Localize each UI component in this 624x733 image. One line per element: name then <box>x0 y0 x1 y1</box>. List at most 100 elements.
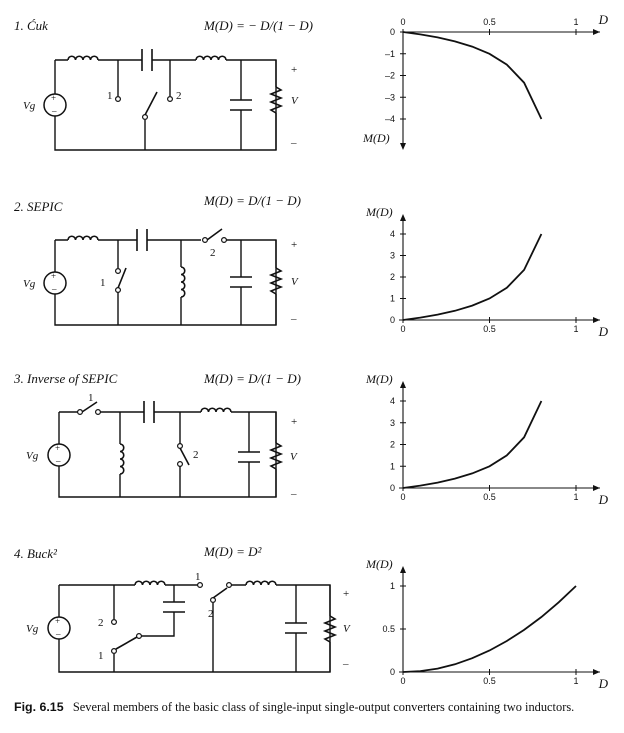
y-tick-label: 3 <box>390 251 395 261</box>
output-minus: – <box>290 313 297 325</box>
x-tick-label: 1 <box>573 17 578 27</box>
output-label: V <box>290 451 298 463</box>
switch-blade <box>144 91 158 116</box>
inductor-1 <box>119 443 125 475</box>
figure-caption: Fig. 6.15 Several members of the basic c… <box>14 700 624 715</box>
capacitor-output <box>230 99 252 111</box>
x-tick-label: 1 <box>573 324 578 334</box>
switch-blade-2 <box>212 587 228 599</box>
source-label: Vg <box>23 278 36 290</box>
x-tick-label: 1 <box>573 492 578 502</box>
inductor-1 <box>67 55 99 61</box>
x-axis-arrow-icon <box>593 29 600 35</box>
resistor-load <box>322 615 338 643</box>
x-axis-label: D <box>598 492 609 507</box>
inductor-2 <box>245 580 277 586</box>
x-tick-label: 0 <box>400 676 405 686</box>
capacitor-coupling <box>163 601 185 613</box>
formula-inverse-sepic: M(D) = D/(1 − D) <box>203 371 301 386</box>
source-plus: + <box>55 443 60 453</box>
output-label: V <box>291 95 299 107</box>
resistor-load <box>268 267 284 295</box>
x-tick-label: 0.5 <box>483 324 496 334</box>
inductor-1 <box>67 235 99 241</box>
y-tick-label: –4 <box>385 114 395 124</box>
y-tick-label: 1 <box>390 581 395 591</box>
x-tick-label: 0.5 <box>483 17 496 27</box>
source-minus: – <box>51 106 57 116</box>
x-axis-label: D <box>598 324 609 339</box>
output-label: V <box>291 276 299 288</box>
resistor-load <box>268 86 284 114</box>
series-curve <box>402 31 543 120</box>
resistor-load <box>268 442 284 470</box>
x-axis-label: D <box>598 12 609 27</box>
series-curve <box>402 400 543 489</box>
output-plus: + <box>343 588 349 600</box>
switch-blade <box>115 636 138 650</box>
source-label: Vg <box>26 450 39 462</box>
x-tick-label: 0.5 <box>483 676 496 686</box>
switch2-pos-1: 1 <box>195 571 201 583</box>
switch-pos-1: 1 <box>98 650 104 662</box>
y-tick-label: 4 <box>390 396 395 406</box>
y-tick-label: 1 <box>390 294 395 304</box>
y-tick-label: –2 <box>385 71 395 81</box>
x-tick-label: 0.5 <box>483 492 496 502</box>
inductor-1 <box>134 580 166 586</box>
x-tick-label: 0 <box>400 324 405 334</box>
output-plus: + <box>291 416 297 428</box>
title-buck2: 4. Buck² <box>14 546 58 561</box>
source-minus: – <box>51 284 57 294</box>
output-minus: – <box>290 488 297 500</box>
switch-pos-2: 2 <box>210 247 216 259</box>
source-minus: – <box>55 456 61 466</box>
y-tick-label: 2 <box>390 272 395 282</box>
y-tick-label: 0 <box>390 483 395 493</box>
circuit-sepic <box>43 228 284 326</box>
y-axis-label: M(D) <box>362 131 390 145</box>
x-axis-arrow-icon <box>593 485 600 491</box>
series-curve <box>402 585 577 673</box>
title-cuk: 1. Ćuk <box>14 18 48 33</box>
inductor-2 <box>195 55 227 61</box>
inductor-2 <box>180 266 186 298</box>
capacitor-coupling <box>143 401 155 423</box>
switch-pos-1: 1 <box>107 90 113 102</box>
switch-blade <box>81 401 98 413</box>
title-inverse-sepic: 3. Inverse of SEPIC <box>13 371 118 386</box>
x-axis-label: D <box>598 676 609 691</box>
y-tick-label: –3 <box>385 92 395 102</box>
y-tick-label: 0.5 <box>382 624 395 634</box>
source-label: Vg <box>23 100 36 112</box>
y-tick-label: 0 <box>390 667 395 677</box>
switch-blade <box>117 267 127 289</box>
output-minus: – <box>290 137 297 149</box>
switch2-pos-2: 2 <box>208 608 214 620</box>
y-axis-label: M(D) <box>365 372 393 386</box>
switch-pos-2: 2 <box>98 617 104 629</box>
y-tick-label: 0 <box>390 27 395 37</box>
y-tick-label: 4 <box>390 229 395 239</box>
capacitor-coupling <box>136 229 148 251</box>
series-curve <box>402 233 543 321</box>
switch-pos-2: 2 <box>176 90 182 102</box>
caption-text: Several members of the basic class of si… <box>72 700 575 714</box>
circuit-buck2 <box>47 580 338 673</box>
capacitor-output <box>230 276 252 288</box>
capacitor-output <box>238 451 260 463</box>
source-minus: – <box>55 629 61 639</box>
voltage-source-icon <box>43 271 67 295</box>
output-minus: – <box>342 658 349 670</box>
circuit-cuk <box>43 49 284 151</box>
x-tick-label: 0 <box>400 492 405 502</box>
voltage-source-icon <box>47 616 71 640</box>
x-tick-label: 0 <box>400 17 405 27</box>
source-label: Vg <box>26 623 39 635</box>
formula-cuk: M(D) = − D/(1 − D) <box>203 18 313 33</box>
y-axis-arrow-icon <box>400 566 406 573</box>
switch-pos-1: 1 <box>88 392 94 404</box>
source-plus: + <box>51 93 56 103</box>
output-label: V <box>343 623 351 635</box>
